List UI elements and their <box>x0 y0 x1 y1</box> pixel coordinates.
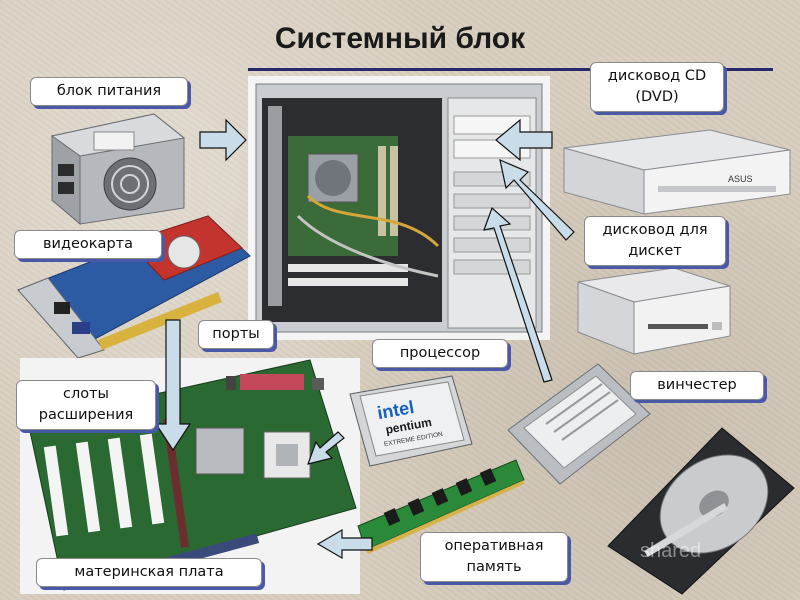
cpu-photo: intel pentium EXTREME EDITION <box>349 375 473 467</box>
label-floppy-drive-line2: дискет <box>628 243 682 259</box>
power-supply-photo <box>50 113 186 226</box>
label-expansion-slots-line2: расширения <box>38 407 134 423</box>
arrow-cd-to-case <box>495 118 553 162</box>
label-motherboard-text: материнская плата <box>74 564 224 580</box>
watermark: shared <box>640 540 701 563</box>
label-motherboard: материнская плата <box>36 558 262 587</box>
label-ram-line2: память <box>466 559 522 575</box>
label-ram: оперативная память <box>420 532 568 582</box>
arrow-floppy-to-case <box>499 158 575 241</box>
floppy-drive-photo <box>577 267 731 355</box>
label-hard-drive-text: винчестер <box>657 377 737 393</box>
label-ports: порты <box>198 320 274 349</box>
arrow-cpu-to-socket <box>307 431 345 465</box>
ram-module-photo <box>357 459 525 554</box>
system-unit-photo <box>248 76 550 340</box>
label-ram-line1: оперативная <box>444 538 544 554</box>
label-video-card: видеокарта <box>14 230 162 259</box>
label-cd-drive-line2: (DVD) <box>635 89 679 105</box>
arrow-ram-to-board <box>316 528 373 560</box>
label-cpu-text: процессор <box>399 345 481 361</box>
label-floppy-drive-line1: дисковод для <box>602 222 708 238</box>
video-card-photo <box>17 215 251 359</box>
label-cpu: процессор <box>372 339 508 368</box>
arrow-psu-to-case <box>199 118 247 162</box>
label-ports-text: порты <box>212 326 260 342</box>
watermark-text: shared <box>640 540 702 562</box>
label-hard-drive: винчестер <box>630 371 764 400</box>
label-video-card-text: видеокарта <box>43 236 133 252</box>
label-power-supply-text: блок питания <box>56 83 162 99</box>
arrow-hdd-to-case <box>483 206 553 383</box>
open-hard-drive-photo <box>607 427 795 595</box>
label-expansion-slots-line1: слоты <box>62 386 109 402</box>
label-cd-drive-line1: дисковод CD <box>607 68 707 84</box>
slide-title: Системный блок <box>274 22 526 55</box>
hard-drive-photo <box>507 363 651 485</box>
label-cd-drive: дисковод CD (DVD) <box>590 62 724 112</box>
arrow-slots-down <box>154 319 192 452</box>
title-underline <box>248 68 773 71</box>
svg-text:ASUS: ASUS <box>728 174 753 184</box>
label-expansion-slots: слоты расширения <box>16 380 156 430</box>
cd-drive-photo: ASUS <box>563 129 791 215</box>
label-floppy-drive: дисковод для дискет <box>584 216 726 266</box>
label-power-supply: блок питания <box>30 77 188 106</box>
